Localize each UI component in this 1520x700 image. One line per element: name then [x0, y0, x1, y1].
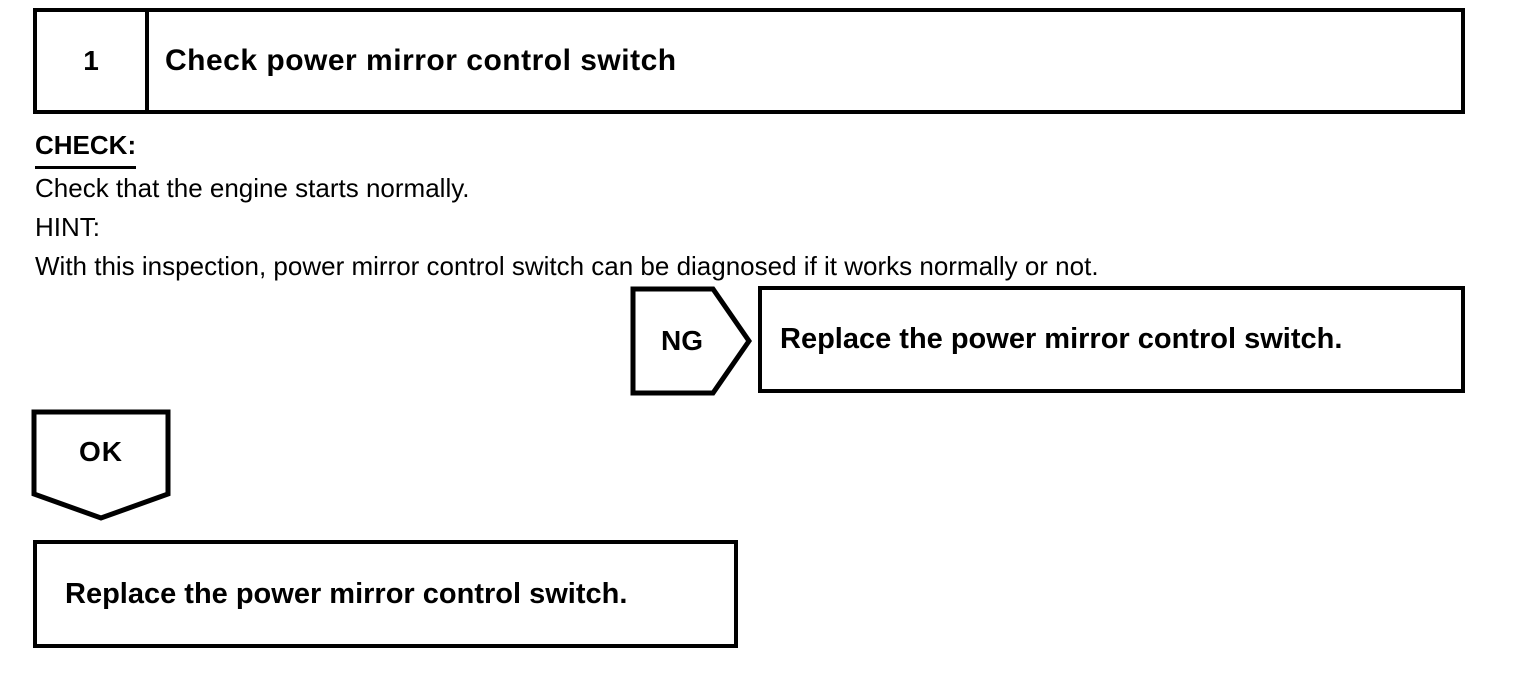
check-label: CHECK:: [35, 126, 137, 169]
ng-connector: NG: [630, 286, 752, 396]
ok-connector-label: OK: [79, 436, 123, 467]
ok-arrow-shape-icon: [31, 409, 171, 521]
hint-text: With this inspection, power mirror contr…: [35, 251, 1099, 281]
ng-action-text: Replace the power mirror control switch.: [780, 323, 1343, 355]
step-title: Check power mirror control switch: [165, 44, 677, 77]
step-header-table: 1 Check power mirror control switch: [33, 8, 1465, 114]
ok-connector: OK: [31, 409, 171, 521]
check-heading-line: CHECK:: [35, 126, 1175, 169]
step-number: 1: [37, 12, 149, 110]
instruction-block: CHECK: Check that the engine starts norm…: [35, 126, 1175, 286]
check-text: Check that the engine starts normally.: [35, 173, 470, 203]
ng-connector-label: NG: [661, 325, 703, 356]
ng-action-box: Replace the power mirror control switch.: [758, 286, 1465, 393]
ok-action-box: Replace the power mirror control switch.: [33, 540, 738, 648]
ng-arrow-shape-icon: [630, 286, 752, 396]
ok-action-text: Replace the power mirror control switch.: [65, 577, 628, 610]
hint-label: HINT:: [35, 212, 100, 242]
